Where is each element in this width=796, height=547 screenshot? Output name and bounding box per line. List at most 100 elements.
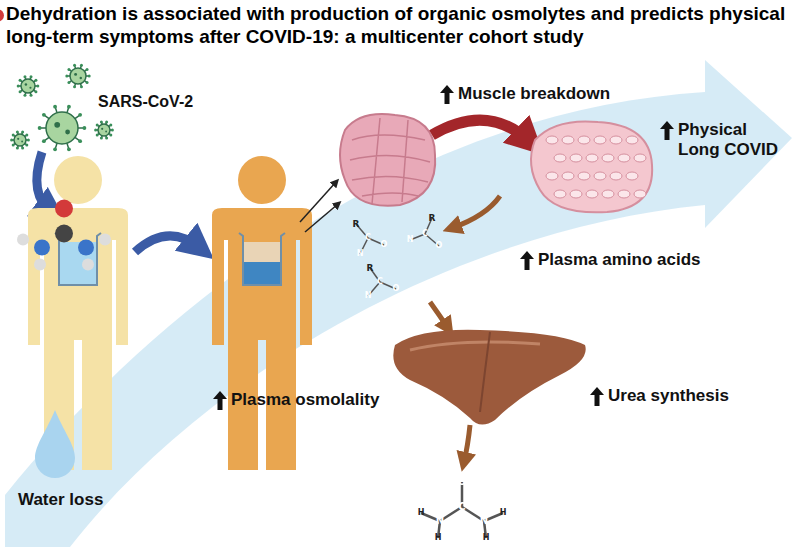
illustration-part — [393, 330, 585, 425]
breakdown-arrow — [432, 120, 530, 142]
illustration-part — [618, 154, 630, 162]
illustration-part — [109, 133, 112, 136]
atom-symbol: O — [436, 242, 443, 250]
illustration-part — [65, 75, 68, 78]
atom-symbol: N — [436, 516, 444, 526]
illustration-part — [105, 136, 108, 139]
illustration-part — [25, 83, 28, 86]
illustration-part — [73, 64, 76, 67]
illustration-part — [238, 156, 286, 204]
atom-symbol: R — [429, 214, 436, 223]
illustration-part — [480, 332, 490, 412]
illustration-part — [78, 113, 82, 117]
illustration-part — [243, 242, 281, 262]
atom-symbol: H — [500, 509, 507, 517]
illustration-part — [86, 81, 89, 84]
illustration-part — [10, 139, 13, 142]
illustration-part — [19, 90, 22, 93]
illustration-part — [67, 81, 70, 84]
illustration-part — [111, 129, 114, 132]
illustration-part — [21, 146, 24, 149]
illustration-part — [98, 124, 110, 136]
illustration-part — [96, 133, 99, 136]
illustration-part — [239, 233, 285, 285]
illustration-part — [29, 87, 31, 89]
atom-symbol: O — [393, 285, 400, 293]
atom-symbol: R — [353, 220, 360, 229]
metabolism-arrow — [430, 302, 448, 328]
atom-symbol: C — [377, 278, 383, 286]
illustration-part — [17, 138, 19, 140]
increase-arrow-icon — [213, 391, 227, 410]
annotation-label: Urea synthesis — [608, 386, 729, 406]
illustration-part — [25, 143, 28, 146]
illustration-part — [602, 154, 614, 162]
illustration-part — [618, 190, 630, 198]
illustration-part — [626, 172, 638, 180]
increase-arrow-icon — [590, 387, 604, 406]
atom-ball — [78, 240, 94, 256]
illustration-part — [554, 154, 566, 162]
illustration-part — [34, 90, 37, 93]
illustration-part — [12, 143, 15, 146]
atom-symbol: H — [418, 509, 425, 517]
illustration-part — [42, 139, 46, 143]
illustration-part — [80, 77, 82, 79]
virus-particle — [94, 121, 114, 140]
annotation-label: Plasma osmolality — [231, 390, 379, 410]
illustration-part — [634, 190, 646, 198]
illustration-part — [101, 128, 103, 130]
illustration-part — [94, 129, 97, 132]
illustration-part — [610, 136, 622, 144]
increase-arrow-icon — [660, 121, 674, 140]
illustration-part — [46, 112, 78, 144]
illustration-part — [73, 85, 76, 88]
illustration-part — [12, 134, 15, 137]
increase-arrow-icon — [440, 85, 454, 104]
illustration-part — [100, 121, 103, 124]
illustration-part — [586, 154, 598, 162]
atom-symbol: O — [381, 241, 388, 249]
increase-icons — [213, 85, 674, 410]
illustration-part — [570, 190, 582, 198]
illustration-part — [570, 154, 582, 162]
illustration-part — [594, 136, 606, 144]
illustration-part — [19, 79, 22, 82]
illustration-part — [38, 126, 42, 130]
illustration-part — [14, 134, 26, 146]
illustration-part — [70, 68, 86, 84]
atom-ball — [0, 10, 4, 22]
illustration-part — [86, 68, 89, 71]
illustration-part — [30, 75, 33, 78]
atom-ball — [17, 234, 29, 246]
atom-ball — [55, 200, 73, 218]
illustration-part — [243, 262, 281, 284]
infection-arrow — [37, 152, 52, 212]
illustration-part — [16, 146, 19, 149]
illustration-part — [626, 136, 638, 144]
illustration-part — [531, 121, 652, 212]
leader-arrow — [305, 204, 338, 232]
leader-arrow — [300, 182, 336, 222]
liver — [393, 330, 585, 425]
illustration-part — [67, 147, 71, 151]
illustration-part — [634, 154, 646, 162]
virus-particle — [38, 105, 87, 151]
virus-particle — [10, 131, 30, 150]
illustration-part — [28, 208, 128, 470]
atom-ball — [82, 259, 94, 271]
illustration-part — [105, 131, 107, 133]
illustration-part — [54, 122, 60, 128]
atom-symbol: C — [365, 234, 371, 242]
illustration-part — [82, 126, 86, 130]
illustration-part — [23, 94, 26, 97]
atom-symbol: N — [407, 236, 414, 244]
annotation-label: Muscle breakdown — [458, 84, 610, 104]
atom-ball — [34, 259, 46, 271]
illustration-part — [23, 75, 26, 78]
water-drop — [35, 410, 75, 478]
atom-ball — [34, 240, 50, 256]
illustration-part — [67, 68, 70, 71]
illustration-part — [25, 134, 28, 137]
